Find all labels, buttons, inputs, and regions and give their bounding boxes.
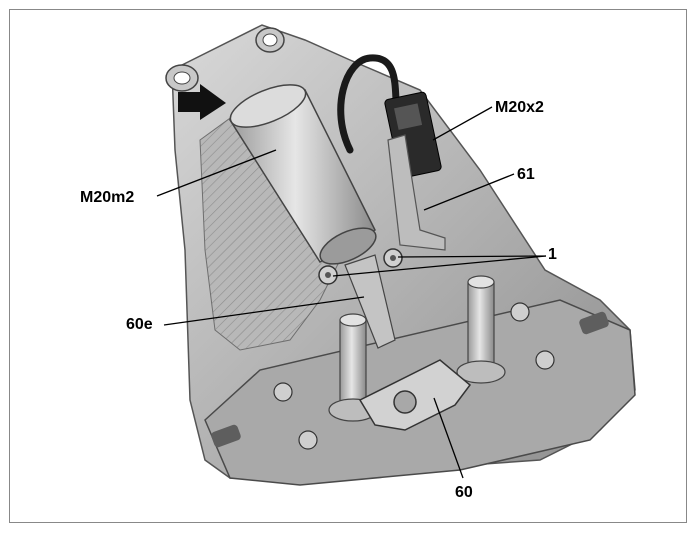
label-1: 1 xyxy=(548,246,557,263)
base-bolt-right xyxy=(510,302,530,322)
base-bolt-front xyxy=(298,430,318,450)
leader-61 xyxy=(423,173,515,211)
mounting-lug-right xyxy=(255,27,285,53)
label-m20m2: M20m2 xyxy=(80,189,135,206)
base-slot-right xyxy=(579,311,609,335)
stud-right xyxy=(456,275,506,384)
base-bolt-rear xyxy=(535,350,555,370)
base-slot-left xyxy=(211,424,241,448)
spindle-60e xyxy=(344,254,396,349)
base-bolt-left xyxy=(273,382,293,402)
screw-1-right xyxy=(383,248,403,268)
screw-1-left xyxy=(318,265,338,285)
leader-60e xyxy=(163,296,365,326)
label-61: 61 xyxy=(517,166,535,183)
label-60: 60 xyxy=(455,484,473,501)
lever-60 xyxy=(358,359,472,431)
label-60e: 60e xyxy=(126,316,153,333)
mounting-lug-left xyxy=(165,64,199,92)
lever-pivot-nut xyxy=(393,390,417,414)
leader-m20x2 xyxy=(432,106,493,141)
leader-60 xyxy=(433,397,464,479)
motor-cylinder xyxy=(228,84,377,265)
leader-1-lower xyxy=(332,255,547,277)
label-m20x2: M20x2 xyxy=(495,99,544,116)
direction-arrow-icon xyxy=(178,84,226,120)
leader-1-upper xyxy=(397,255,547,258)
cable xyxy=(337,54,400,154)
leader-m20m2 xyxy=(156,149,277,197)
bracket-61 xyxy=(387,134,446,251)
